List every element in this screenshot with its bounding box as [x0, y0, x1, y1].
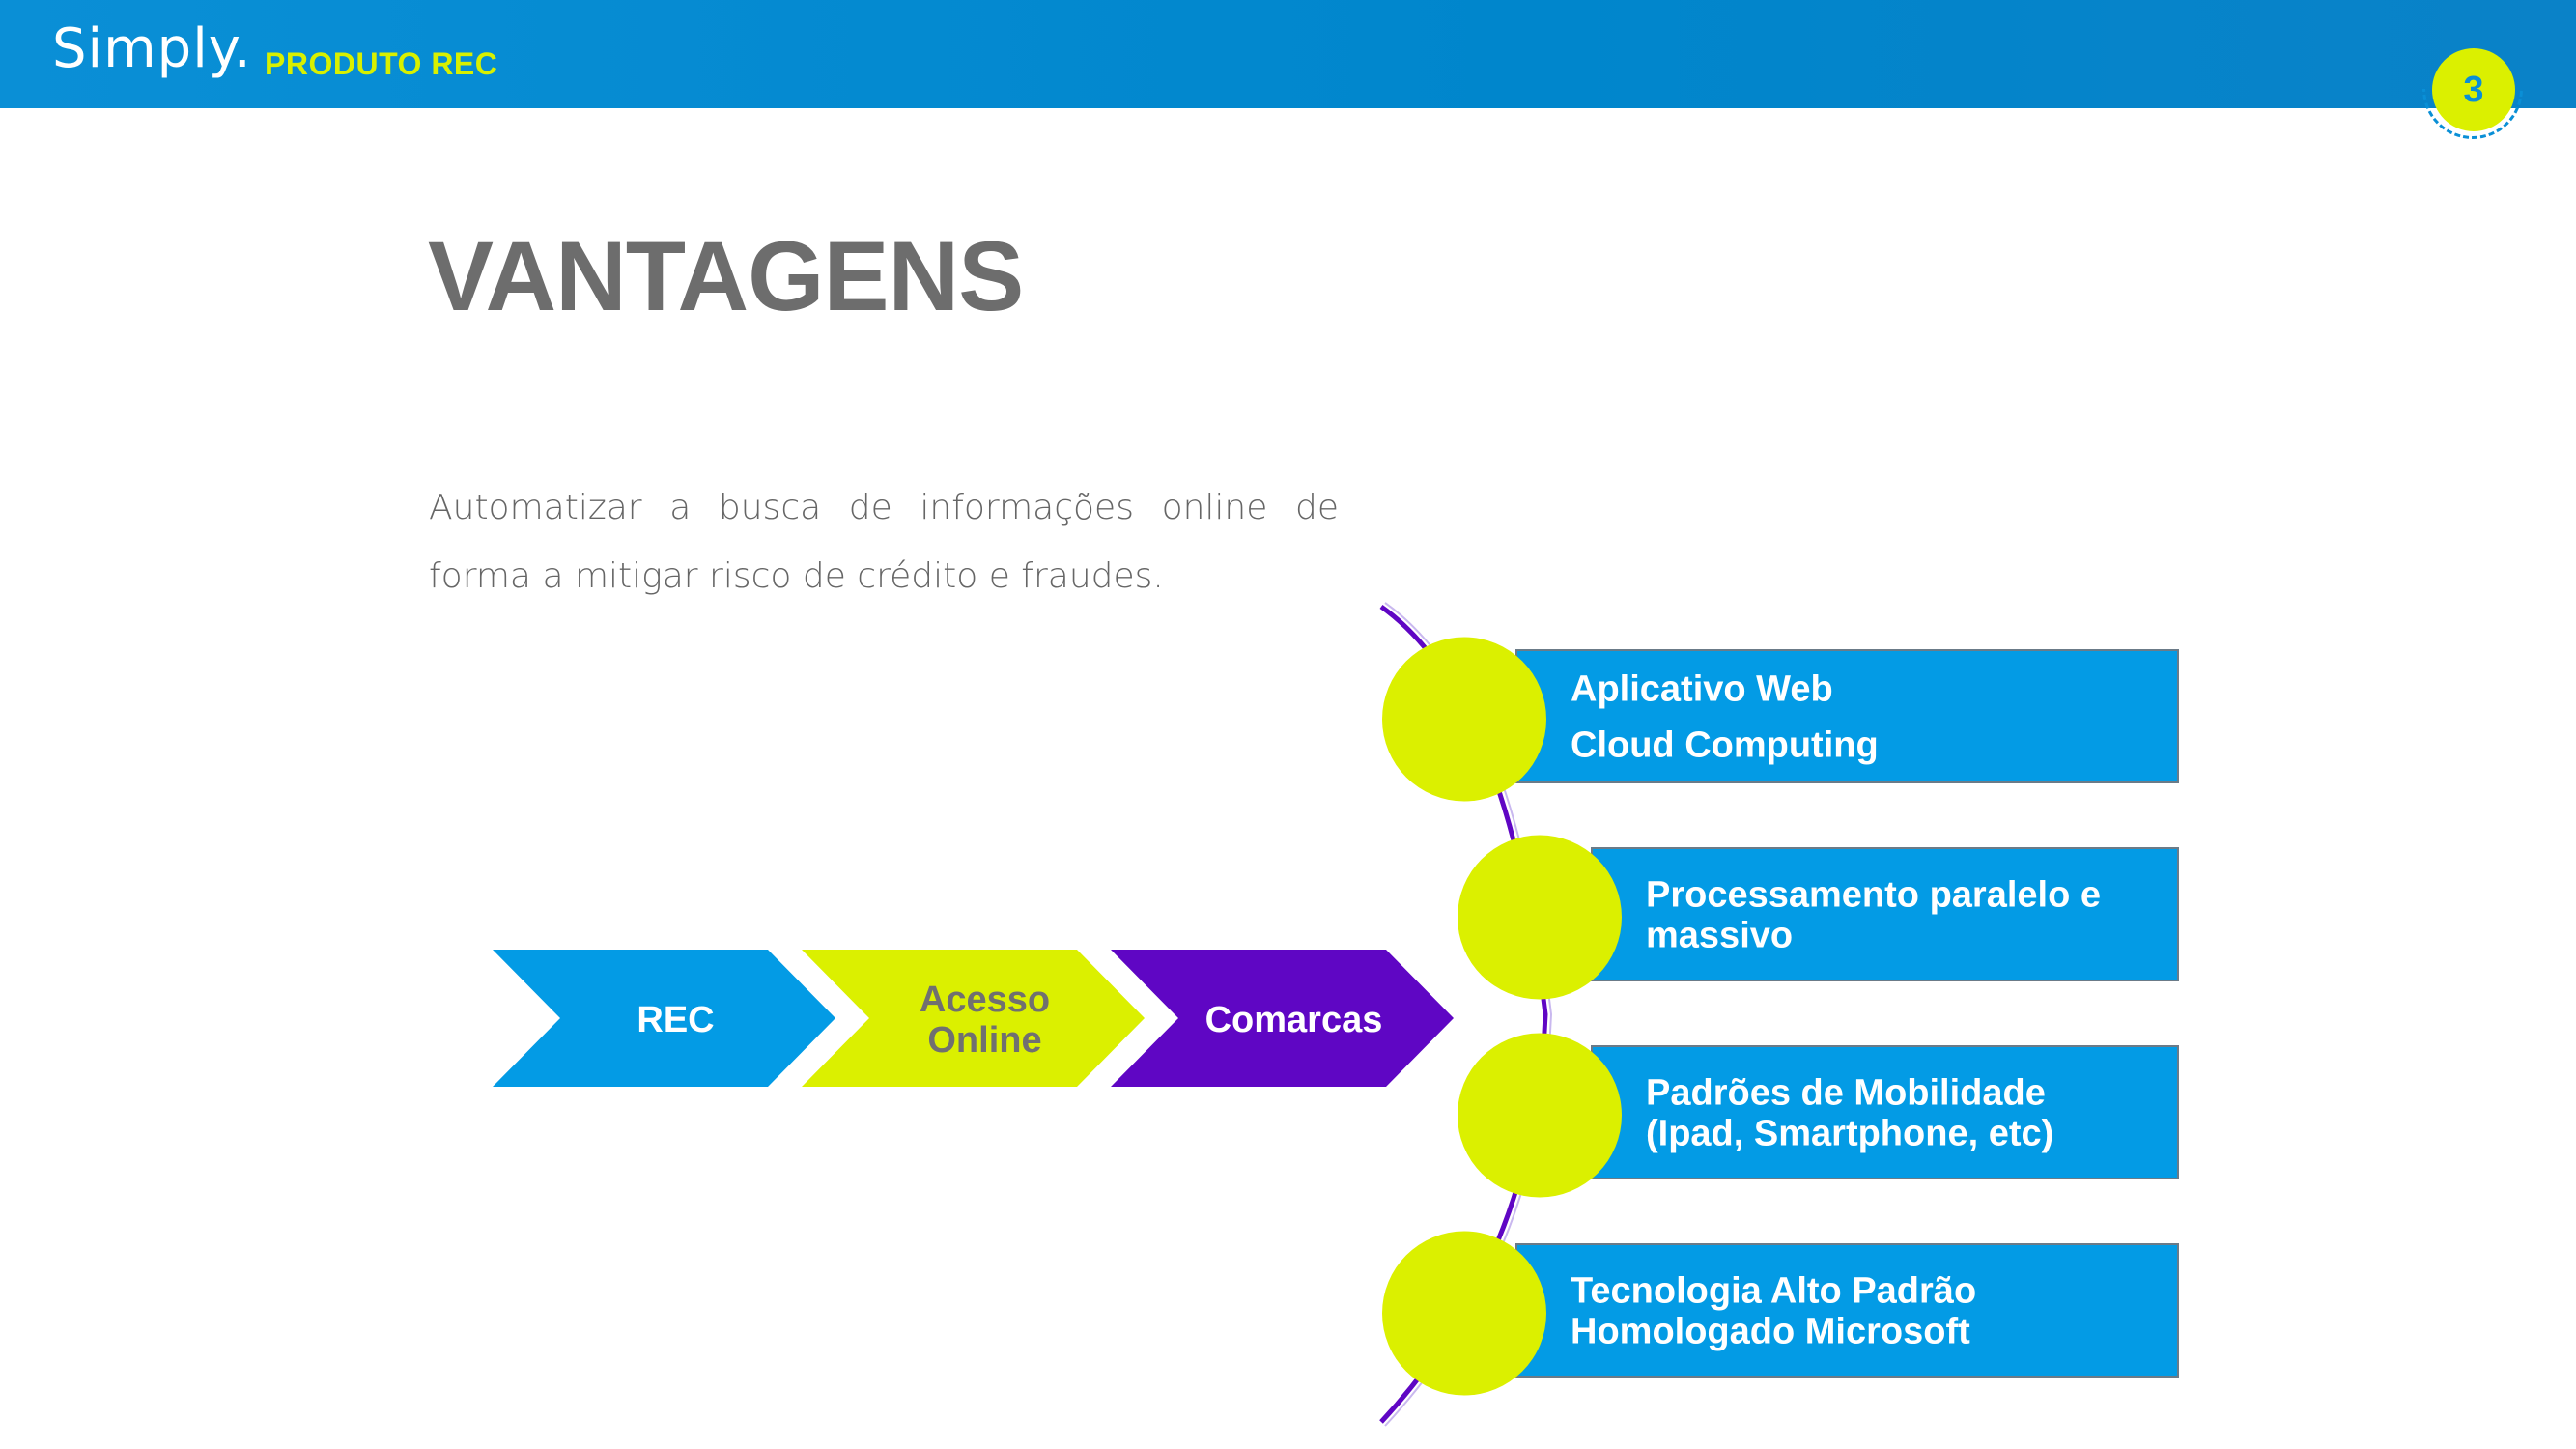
- flow-step-2: [802, 950, 1145, 1087]
- description-text: Automatizar a busca de informações onlin…: [429, 488, 1339, 596]
- advantage-circle-2: [1458, 835, 1622, 1000]
- advantage-label: Padrões de Mobilidade: [1646, 1073, 2046, 1114]
- advantage-label: Aplicativo Web: [1571, 669, 1833, 710]
- flow-step-1: [493, 950, 835, 1087]
- header-bar: [0, 0, 2576, 108]
- flow-step-3: [1111, 950, 1454, 1087]
- simply-logo: Simply.: [52, 17, 252, 80]
- advantage-box-1: [1515, 649, 2179, 783]
- advantage-label: Cloud Computing: [1571, 725, 1879, 766]
- advantage-label: Homologado Microsoft: [1571, 1312, 1970, 1352]
- advantage-box-2: [1591, 847, 2179, 981]
- advantage-label: Tecnologia Alto Padrão: [1571, 1271, 1976, 1312]
- advantage-circle-1: [1382, 637, 1546, 802]
- advantage-label: massivo: [1646, 916, 1793, 956]
- flow-step-label: Acesso: [920, 980, 1050, 1020]
- advantage-circle-4: [1382, 1231, 1546, 1396]
- advantage-label: (Ipad, Smartphone, etc): [1646, 1114, 2053, 1154]
- page-title: VANTAGENS: [428, 221, 1024, 331]
- advantage-label: Processamento paralelo e: [1646, 875, 2101, 916]
- advantage-box-3: [1591, 1045, 2179, 1179]
- product-label: PRODUTO REC: [265, 46, 498, 81]
- flow-step-label: REC: [637, 1000, 714, 1040]
- flow-step-label: Online: [927, 1020, 1041, 1061]
- advantage-circle-3: [1458, 1033, 1622, 1198]
- flow-step-label: Comarcas: [1205, 1000, 1383, 1040]
- page-number-badge: 3: [2432, 48, 2515, 131]
